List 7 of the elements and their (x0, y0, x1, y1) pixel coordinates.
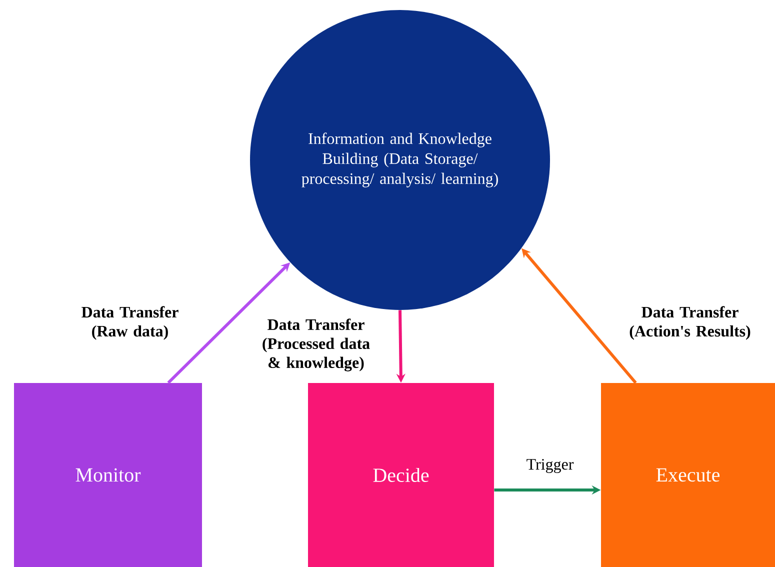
process-box: Decide (308, 383, 494, 567)
process-box: Monitor (14, 383, 202, 567)
edge-label: Data Transfer (Action's Results) (630, 306, 750, 340)
edge-label: Trigger (526, 458, 574, 474)
edge-label: Data Transfer (Processed data & knowledge) (262, 318, 370, 372)
edge-label: Data Transfer (Raw data) (82, 306, 178, 340)
process-box: Execute (601, 383, 775, 567)
